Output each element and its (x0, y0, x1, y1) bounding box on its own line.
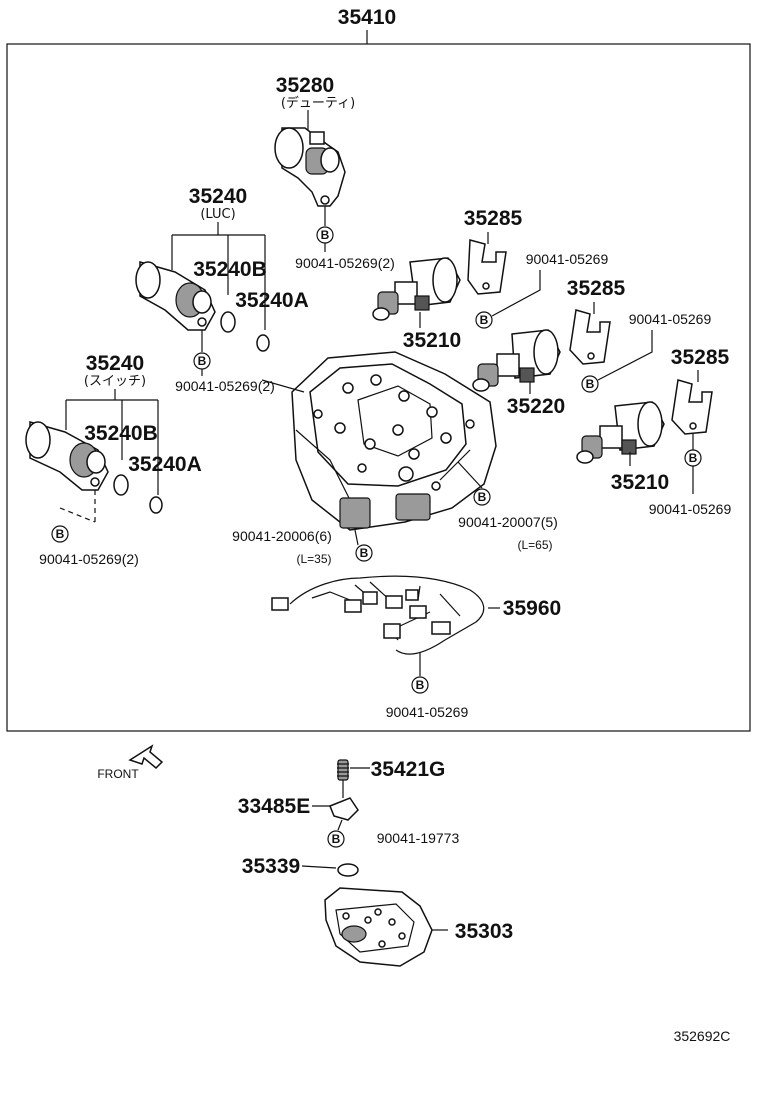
label-35240b-2[interactable]: 35240B (84, 422, 158, 445)
oil-strainer-35303[interactable] (324, 887, 433, 967)
bolt-marker: B (581, 375, 599, 393)
svg-text:B: B (198, 354, 207, 368)
clip-35285-2[interactable] (569, 309, 611, 365)
label-35960[interactable]: 35960 (503, 597, 561, 620)
bolt-marker: B (327, 830, 345, 848)
label-b8[interactable]: 90041-20007(5) (458, 514, 558, 530)
o-ring-35240b-2[interactable] (113, 474, 129, 496)
bolt-marker: B (473, 488, 491, 506)
label-b4[interactable]: 90041-05269 (526, 251, 609, 267)
solenoid-35210-2[interactable] (576, 401, 665, 464)
svg-text:B: B (56, 527, 65, 541)
drawing-number: 352692C (674, 1028, 731, 1044)
label-b6[interactable]: 90041-05269 (649, 501, 732, 517)
label-35280[interactable]: 35280 (276, 74, 334, 97)
label-b7-sub: (L=35) (296, 552, 331, 566)
bolt-marker: B (51, 525, 69, 543)
label-35410[interactable]: 35410 (338, 6, 396, 29)
bolt-marker: B (475, 311, 493, 329)
label-35285-1[interactable]: 35285 (464, 207, 523, 230)
clip-35285-3[interactable] (671, 379, 713, 435)
label-35285-2[interactable]: 35285 (567, 277, 626, 300)
label-35240a-2[interactable]: 35240A (128, 453, 202, 476)
label-35280-sub: (デューティ) (281, 95, 355, 111)
label-35240-luc[interactable]: 35240 (189, 185, 247, 208)
label-b7[interactable]: 90041-20006(6) (232, 528, 332, 544)
label-b1[interactable]: 90041-05269(2) (295, 255, 395, 271)
label-b2[interactable]: 90041-05269(2) (175, 378, 275, 394)
solenoid-35240-luc[interactable] (135, 261, 216, 331)
label-35421g[interactable]: 35421G (371, 758, 446, 781)
label-b8-sub: (L=65) (517, 538, 552, 552)
svg-text:B: B (689, 451, 698, 465)
o-ring-35240a-2[interactable] (149, 496, 163, 514)
solenoid-35210-1[interactable] (372, 257, 461, 321)
label-35240-sw[interactable]: 35240 (86, 352, 144, 375)
svg-text:B: B (360, 546, 369, 560)
label-35240b-1[interactable]: 35240B (193, 258, 267, 281)
bolt-marker: B (355, 544, 373, 562)
clip-35285-1[interactable] (467, 239, 507, 295)
label-33485e[interactable]: 33485E (238, 795, 310, 818)
svg-text:B: B (478, 490, 487, 504)
svg-text:B: B (480, 313, 489, 327)
label-35210-1[interactable]: 35210 (403, 329, 461, 352)
svg-text:B: B (332, 832, 341, 846)
bolt-marker: B (684, 449, 702, 467)
o-ring-35240a-1[interactable] (256, 334, 270, 352)
label-35240-sw-sub: (スイッチ) (84, 374, 146, 389)
bolt-marker: B (193, 352, 211, 370)
label-b9[interactable]: 90041-05269 (386, 704, 469, 720)
assembly-frame (6, 43, 751, 732)
label-35210-2[interactable]: 35210 (611, 471, 669, 494)
bolt-marker: B (316, 226, 334, 244)
svg-text:B: B (586, 377, 595, 391)
solenoid-35240-switch[interactable] (25, 421, 109, 491)
label-35240a-1[interactable]: 35240A (235, 289, 309, 312)
valve-body[interactable] (291, 351, 497, 531)
label-35303[interactable]: 35303 (455, 920, 513, 943)
label-35240-luc-sub: (LUC) (200, 207, 235, 222)
label-35285-3[interactable]: 35285 (671, 346, 730, 369)
solenoid-35280[interactable] (274, 127, 346, 207)
solenoid-35220[interactable] (472, 329, 561, 392)
wire-harness-35960[interactable] (271, 575, 485, 655)
label-b10[interactable]: 90041-19773 (377, 830, 460, 846)
plug-35421g[interactable] (337, 759, 349, 781)
o-ring-35240b-1[interactable] (220, 311, 236, 333)
svg-text:B: B (416, 678, 425, 692)
label-b5[interactable]: 90041-05269 (629, 311, 712, 327)
label-35220[interactable]: 35220 (507, 395, 565, 418)
o-ring-35339[interactable] (337, 863, 359, 877)
bracket-33485e[interactable] (329, 797, 359, 821)
front-label: FRONT (97, 767, 139, 781)
label-35339[interactable]: 35339 (242, 855, 300, 878)
label-b3[interactable]: 90041-05269(2) (39, 551, 139, 567)
svg-text:B: B (321, 228, 330, 242)
front-arrow-icon (128, 744, 164, 770)
bolt-marker: B (411, 676, 429, 694)
